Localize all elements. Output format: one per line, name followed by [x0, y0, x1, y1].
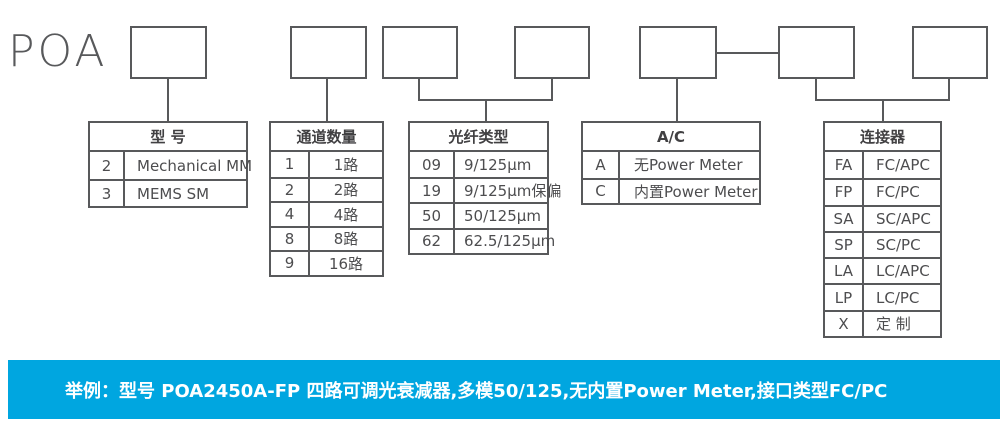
code-cell: LP: [825, 285, 864, 310]
label-cell: FC/PC: [876, 183, 920, 202]
connector-line-fiber-right: [551, 79, 553, 101]
label-cell: 9/125μm保偏: [464, 182, 562, 201]
label-cell: 4路: [333, 205, 359, 224]
code-cell: 50: [410, 204, 455, 228]
label-cell: LC/APC: [876, 262, 930, 281]
code-box-connector-char1: [778, 26, 855, 79]
table-row: LP LC/PC: [825, 283, 940, 310]
table-row: 1 1路: [271, 152, 382, 177]
code-cell: 3: [90, 181, 125, 206]
label-cell: SC/PC: [876, 236, 921, 255]
table-row: LA LC/APC: [825, 257, 940, 284]
label-cell: 8路: [333, 230, 359, 249]
fiber-type-table-header: 光纤类型: [410, 123, 547, 152]
code-cell: 2: [271, 178, 310, 201]
code-cell: FP: [825, 180, 864, 205]
table-row: 2 2路: [271, 176, 382, 201]
label-cell: 2路: [333, 181, 359, 200]
table-row: SP SC/PC: [825, 230, 940, 258]
example-banner: 举例：型号 POA2450A-FP 四路可调光衰减器,多模50/125,无内置P…: [8, 360, 1000, 419]
label-cell: Mechanical MM: [137, 156, 253, 175]
channels-table: 通道数量 1 1路 2 2路 4 4路 8 8路 9 16路: [269, 121, 384, 277]
code-box-power: [639, 26, 717, 79]
label-cell: FC/APC: [876, 156, 930, 175]
model-table: 型 号 2 Mechanical MM 3 MEMS SM: [88, 121, 252, 208]
connector-line-fiber-center: [485, 99, 487, 121]
table-row: FP FC/PC: [825, 178, 940, 205]
fiber-type-table: 光纤类型 09 9/125μm 19 9/125μm保偏 50 50/125μm 62 62.…: [408, 121, 561, 255]
table-row: C 内置Power Meter: [583, 177, 759, 203]
hyphen-separator-line: [717, 52, 778, 54]
label-cell: 16路: [328, 254, 364, 273]
table-row: 9 16路: [271, 250, 382, 275]
connector-table: 连接器 FA FC/APC FP FC/PC SA SC/APC SP SC/PC LA LC/A…: [823, 121, 942, 339]
label-cell: 62.5/125μm: [464, 232, 556, 251]
table-row: 09 9/125μm: [410, 152, 547, 178]
code-cell: A: [583, 152, 620, 178]
code-box-fiber-digit1: [382, 26, 458, 79]
code-box-fiber-digit2: [514, 26, 590, 79]
label-cell: 50/125μm: [464, 206, 541, 225]
code-cell: 1: [271, 152, 310, 177]
label-cell: 无Power Meter: [634, 156, 743, 175]
channels-table-header: 通道数量: [271, 123, 382, 152]
connector-line-channels: [326, 79, 328, 121]
code-cell: 2: [90, 152, 125, 179]
connector-line-model: [167, 79, 169, 121]
code-cell: LA: [825, 259, 864, 284]
label-cell: SC/APC: [876, 209, 931, 228]
model-table-header: 型 号: [90, 123, 246, 152]
code-cell: C: [583, 179, 620, 203]
table-row: SA SC/APC: [825, 204, 940, 231]
label-cell: 9/125μm: [464, 155, 532, 174]
table-row: 4 4路: [271, 201, 382, 226]
connector-line-connector-left: [815, 79, 817, 101]
code-cell: SA: [825, 206, 864, 231]
code-cell: 09: [410, 152, 455, 178]
table-row: 3 MEMS SM: [90, 179, 246, 206]
connector-table-header: 连接器: [825, 123, 940, 152]
label-cell: 内置Power Meter: [634, 182, 758, 201]
code-box-model: [130, 26, 207, 79]
example-text: 举例：型号 POA2450A-FP 四路可调光衰减器,多模50/125,无内置P…: [65, 380, 888, 402]
label-cell: 定 制: [876, 315, 911, 334]
code-cell: 62: [410, 229, 455, 253]
connector-line-connector-right: [948, 79, 950, 101]
label-cell: LC/PC: [876, 288, 920, 307]
code-cell: 19: [410, 179, 455, 203]
table-row: 2 Mechanical MM: [90, 152, 252, 179]
connector-line-connector-center: [882, 99, 884, 121]
code-box-channels: [290, 26, 367, 79]
code-box-connector-char2: [912, 26, 988, 79]
table-row: A 无Power Meter: [583, 152, 759, 178]
code-cell: SP: [825, 232, 864, 258]
code-cell: 4: [271, 203, 310, 226]
connector-line-power: [676, 79, 678, 121]
power-meter-table-header: A/C: [583, 123, 759, 152]
label-cell: 1路: [333, 155, 359, 174]
code-cell: X: [825, 311, 864, 337]
table-row: 8 8路: [271, 225, 382, 250]
table-row: FA FC/APC: [825, 152, 940, 179]
table-row: 62 62.5/125μm: [410, 227, 555, 253]
connector-line-fiber-left: [418, 79, 420, 101]
table-row: 50 50/125μm: [410, 202, 547, 228]
code-cell: FA: [825, 152, 864, 179]
table-row: 19 9/125μm保偏: [410, 177, 561, 203]
code-cell: 9: [271, 252, 310, 275]
code-cell: 8: [271, 227, 310, 250]
brand-label: POA: [8, 26, 108, 77]
label-cell: MEMS SM: [137, 184, 210, 203]
